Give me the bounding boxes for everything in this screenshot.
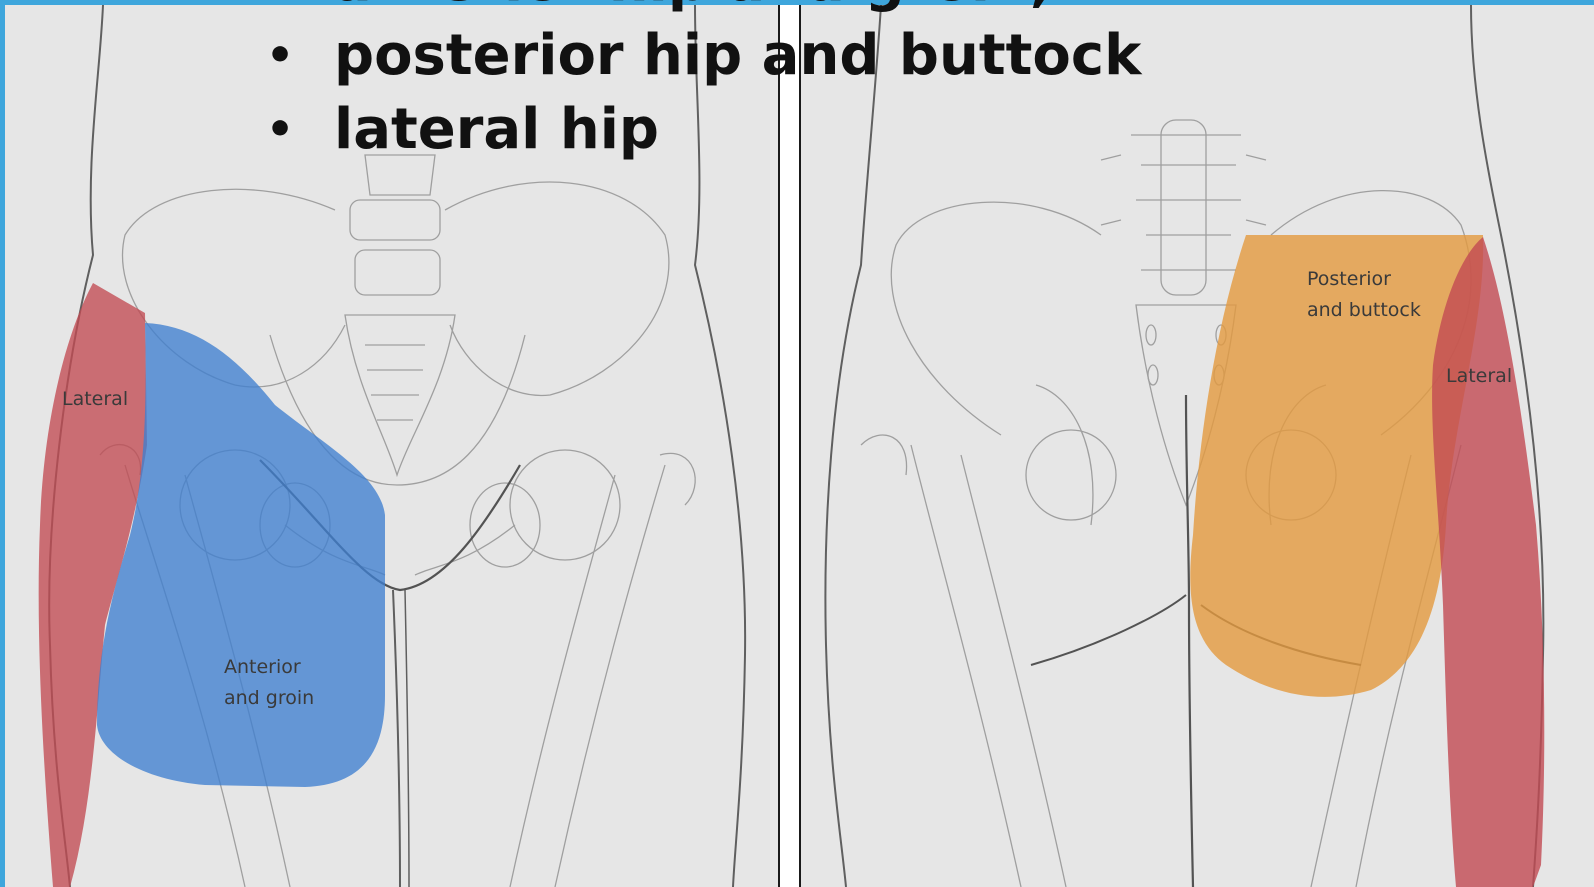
bullet-text: anterior hip and groin,	[334, 0, 1051, 14]
bullet-text: posterior hip and buttock	[334, 23, 1141, 88]
lateral-region-back	[1432, 237, 1544, 887]
bullet-icon: •	[266, 19, 294, 93]
anterior-groin-label: Anterior and groin	[224, 652, 314, 714]
hip-pain-region-list: • anterior hip and groin, • posterior hi…	[262, 0, 1141, 167]
list-item: • posterior hip and buttock	[262, 19, 1141, 93]
lateral-label-back: Lateral	[1446, 361, 1512, 392]
bullet-icon: •	[266, 0, 294, 19]
lateral-label-front: Lateral	[62, 384, 128, 415]
posterior-buttock-label: Posterior and buttock	[1307, 264, 1421, 326]
list-item: • lateral hip	[262, 93, 1141, 167]
list-item: • anterior hip and groin,	[262, 0, 1141, 19]
bullet-text: lateral hip	[334, 97, 659, 162]
bullet-icon: •	[266, 93, 294, 167]
